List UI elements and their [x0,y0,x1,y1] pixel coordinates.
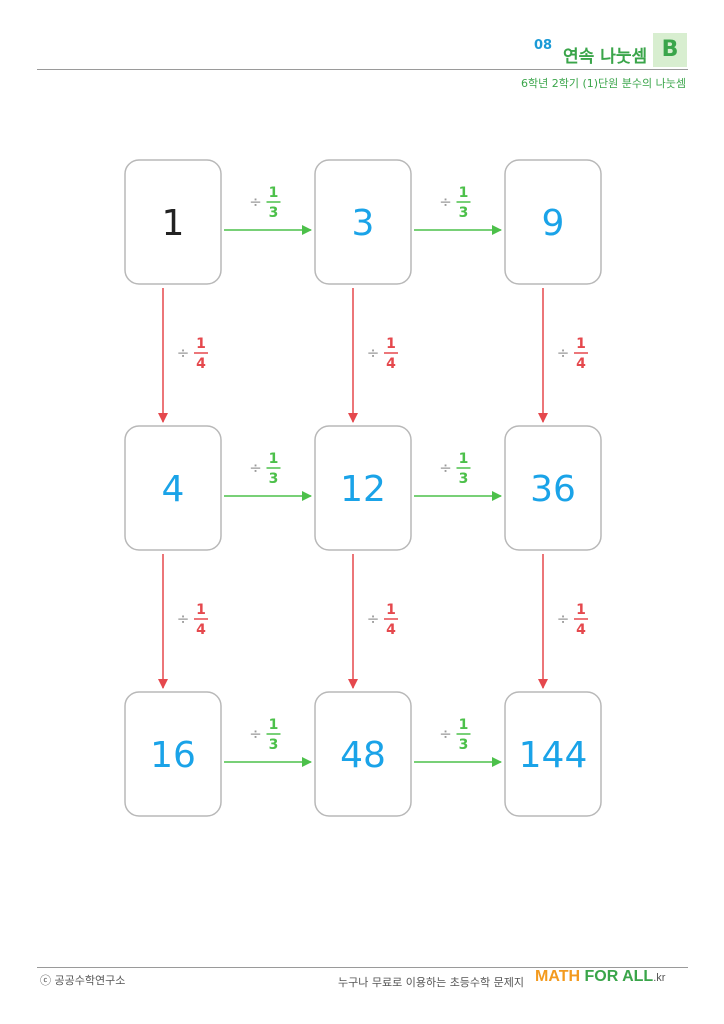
number-box [314,159,412,285]
divide-sign: ÷ [249,459,262,477]
fraction-numerator: 1 [576,602,586,618]
divide-sign: ÷ [367,610,380,628]
number-box [504,425,602,551]
brand-math: MATH [535,968,581,985]
fraction-denominator: 4 [196,356,206,372]
cell-value: 36 [530,469,576,510]
brand-logo: MATH FOR ALL.kr [535,968,665,986]
cell-value: 144 [519,735,588,776]
cell-value: 3 [352,203,375,244]
footer-tagline: 누구나 무료로 이용하는 초등수학 문제지 [338,976,525,989]
fraction-denominator: 3 [269,205,279,221]
number-box [124,159,222,285]
divide-sign: ÷ [367,344,380,362]
fraction-numerator: 1 [576,336,586,352]
fraction-denominator: 4 [386,356,396,372]
copyright-text: ⓒ 공공수학연구소 [40,974,126,987]
fraction-numerator: 1 [196,336,206,352]
fraction-denominator: 4 [196,622,206,638]
cell-value: 48 [340,735,386,776]
fraction-denominator: 4 [576,622,586,638]
cell-value: 12 [340,469,386,510]
fraction-numerator: 1 [386,602,396,618]
divide-sign: ÷ [177,344,190,362]
fraction-denominator: 3 [269,737,279,753]
number-box [124,425,222,551]
fraction-numerator: 1 [459,185,469,201]
divide-sign: ÷ [557,610,570,628]
worksheet-subtitle: 6학년 2학기 (1)단원 분수의 나눗셈 [520,77,686,90]
footer-divider [37,967,688,968]
fraction-denominator: 4 [576,356,586,372]
number-box [314,425,412,551]
number-box [504,159,602,285]
divide-sign: ÷ [439,459,452,477]
cell-value: 16 [150,735,196,776]
fraction-denominator: 4 [386,622,396,638]
cell-value: 4 [162,469,185,510]
level-badge: B [653,33,687,67]
brand-for-all: FOR ALL [580,968,654,985]
number-box [504,691,602,817]
fraction-numerator: 1 [269,451,279,467]
divide-sign: ÷ [249,193,262,211]
fraction-numerator: 1 [269,717,279,733]
fraction-denominator: 3 [459,471,469,487]
header-divider [37,69,688,70]
fraction-numerator: 1 [386,336,396,352]
worksheet-title: 연속 나눗셈 [563,47,648,67]
fraction-numerator: 1 [459,717,469,733]
cell-value: 1 [162,203,185,244]
worksheet-number: 08 [534,38,553,53]
cell-value: 9 [542,203,565,244]
fraction-denominator: 3 [459,737,469,753]
fraction-denominator: 3 [269,471,279,487]
divide-sign: ÷ [177,610,190,628]
fraction-denominator: 3 [459,205,469,221]
divide-sign: ÷ [439,193,452,211]
brand-suffix: .kr [653,972,666,984]
fraction-numerator: 1 [459,451,469,467]
number-box [124,691,222,817]
fraction-numerator: 1 [269,185,279,201]
fraction-numerator: 1 [196,602,206,618]
number-box [314,691,412,817]
divide-sign: ÷ [557,344,570,362]
divide-sign: ÷ [439,725,452,743]
divide-sign: ÷ [249,725,262,743]
